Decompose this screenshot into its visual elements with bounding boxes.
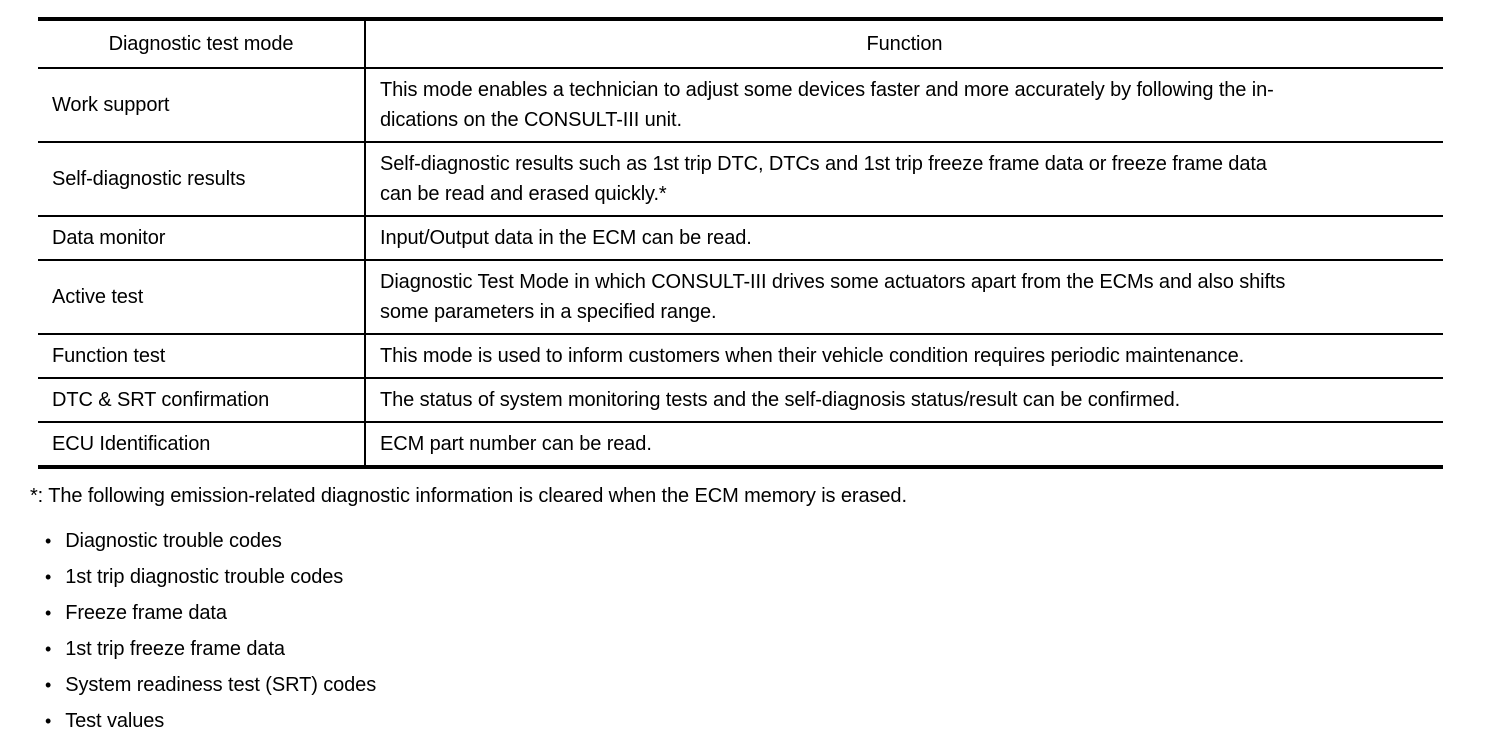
mode-cell: Data monitor xyxy=(38,216,366,261)
mode-cell: DTC & SRT confirmation xyxy=(38,378,366,423)
table-row: Work support This mode enables a technic… xyxy=(38,68,1443,143)
table-row: Function test This mode is used to infor… xyxy=(38,334,1443,379)
function-cell: This mode is used to inform customers wh… xyxy=(365,334,1443,379)
mode-cell: Self-diagnostic results xyxy=(38,142,366,217)
bullet-label: Freeze frame data xyxy=(65,602,227,624)
list-item: • System readiness test (SRT) codes xyxy=(30,673,1474,698)
bullet-icon: • xyxy=(45,567,52,587)
bullet-label: System readiness test (SRT) codes xyxy=(65,674,377,696)
bullet-icon: • xyxy=(45,711,52,731)
mode-cell: Function test xyxy=(38,334,366,379)
bullet-label: Diagnostic trouble codes xyxy=(65,530,282,552)
bullet-icon: • xyxy=(45,603,52,623)
table-header-row: Diagnostic test mode Function xyxy=(38,19,1443,69)
function-cell: ECM part number can be read. xyxy=(365,422,1443,468)
bullet-label: 1st trip freeze frame data xyxy=(65,638,285,660)
function-cell: Diagnostic Test Mode in which CONSULT-II… xyxy=(365,260,1443,335)
bullet-icon: • xyxy=(45,675,52,695)
list-item: • 1st trip diagnostic trouble codes xyxy=(30,565,1474,590)
bullet-list: • Diagnostic trouble codes • 1st trip di… xyxy=(30,529,1474,734)
table-row: Active test Diagnostic Test Mode in whic… xyxy=(38,260,1443,335)
table-body: Work support This mode enables a technic… xyxy=(38,68,1443,468)
function-cell: Input/Output data in the ECM can be read… xyxy=(365,216,1443,261)
mode-cell: Active test xyxy=(38,260,366,335)
list-item: • Test values xyxy=(30,709,1474,734)
diagnostic-test-mode-table: Diagnostic test mode Function Work suppo… xyxy=(38,17,1443,469)
footnote: *: The following emission-related diagno… xyxy=(30,485,907,507)
function-cell: This mode enables a technician to adjust… xyxy=(365,68,1443,143)
bullet-label: 1st trip diagnostic trouble codes xyxy=(65,566,344,588)
bullet-icon: • xyxy=(45,531,52,551)
bullet-icon: • xyxy=(45,639,52,659)
table-row: Data monitor Input/Output data in the EC… xyxy=(38,216,1443,261)
list-item: • Freeze frame data xyxy=(30,601,1474,626)
list-item: • 1st trip freeze frame data xyxy=(30,637,1474,662)
function-cell: The status of system monitoring tests an… xyxy=(365,378,1443,423)
bullet-label: Test values xyxy=(65,710,165,732)
column-header-diagnostic-test-mode: Diagnostic test mode xyxy=(38,19,366,69)
function-cell: Self-diagnostic results such as 1st trip… xyxy=(365,142,1443,217)
table-row: DTC & SRT confirmation The status of sys… xyxy=(38,378,1443,423)
mode-cell: Work support xyxy=(38,68,366,143)
table-row: ECU Identification ECM part number can b… xyxy=(38,422,1443,468)
column-header-function: Function xyxy=(365,19,1443,69)
table-row: Self-diagnostic results Self-diagnostic … xyxy=(38,142,1443,217)
list-item: • Diagnostic trouble codes xyxy=(30,529,1474,554)
mode-cell: ECU Identification xyxy=(38,422,366,468)
